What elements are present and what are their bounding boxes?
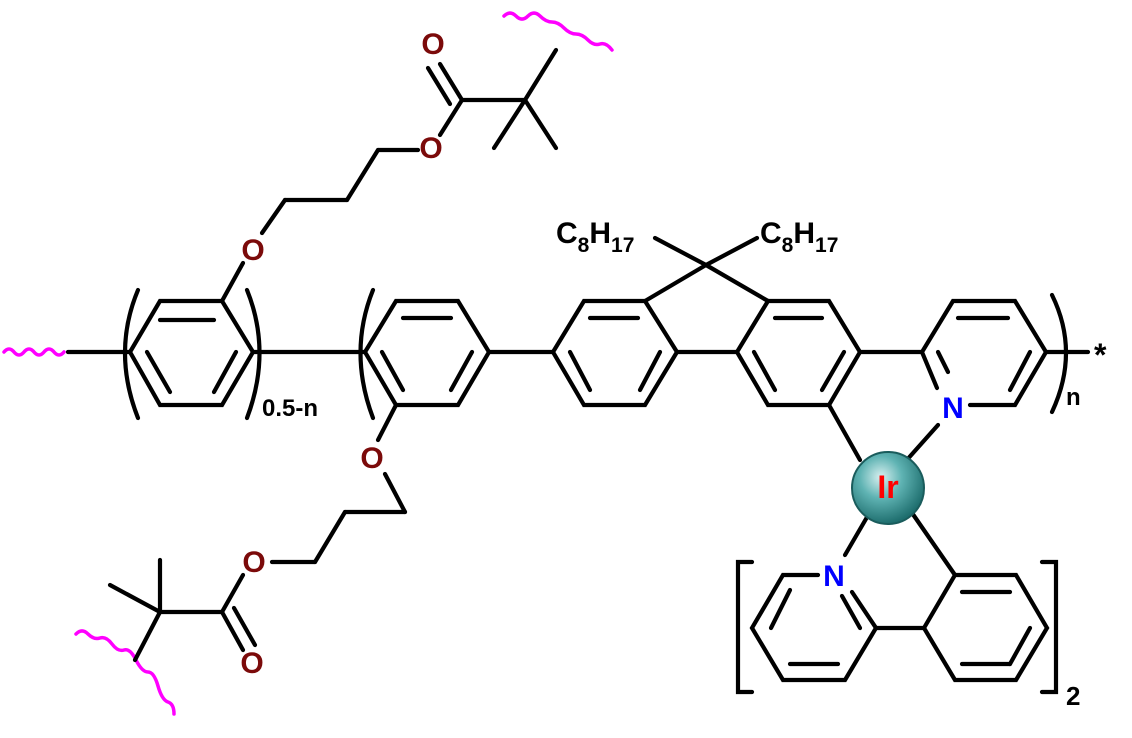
oxygen-label-ester-bottom: O — [242, 546, 265, 579]
subscript-segment-one: 0.5-n — [262, 395, 318, 422]
iridium-label: Ir — [877, 469, 898, 505]
oxygen-label-carbonyl-bottom: O — [240, 647, 263, 680]
octyl-label-right: C8H17 — [760, 217, 838, 257]
oxygen-label-ether-top: O — [241, 234, 264, 267]
wavy-bond-bottom-left — [74, 629, 176, 716]
subscript-segment-two: n — [1066, 384, 1081, 411]
repeat-brackets — [122, 287, 1069, 695]
wavy-bond-top-right — [502, 11, 614, 52]
nitrogen-label-top: N — [942, 392, 964, 425]
oxygen-label-ester-top: O — [419, 132, 442, 165]
octyl-label-left: C8H17 — [556, 217, 634, 257]
wavy-bond-left — [2, 347, 66, 357]
nitrogen-label-bottom: N — [823, 560, 845, 593]
iridium-sphere — [851, 451, 925, 525]
bond-skeleton — [65, 47, 1091, 683]
subscript-ligand-count: 2 — [1066, 681, 1080, 711]
oxygen-label-ether-bottom: O — [360, 442, 383, 475]
oxygen-label-carbonyl-top: O — [421, 28, 444, 61]
end-group-asterisk: * — [1094, 337, 1107, 373]
